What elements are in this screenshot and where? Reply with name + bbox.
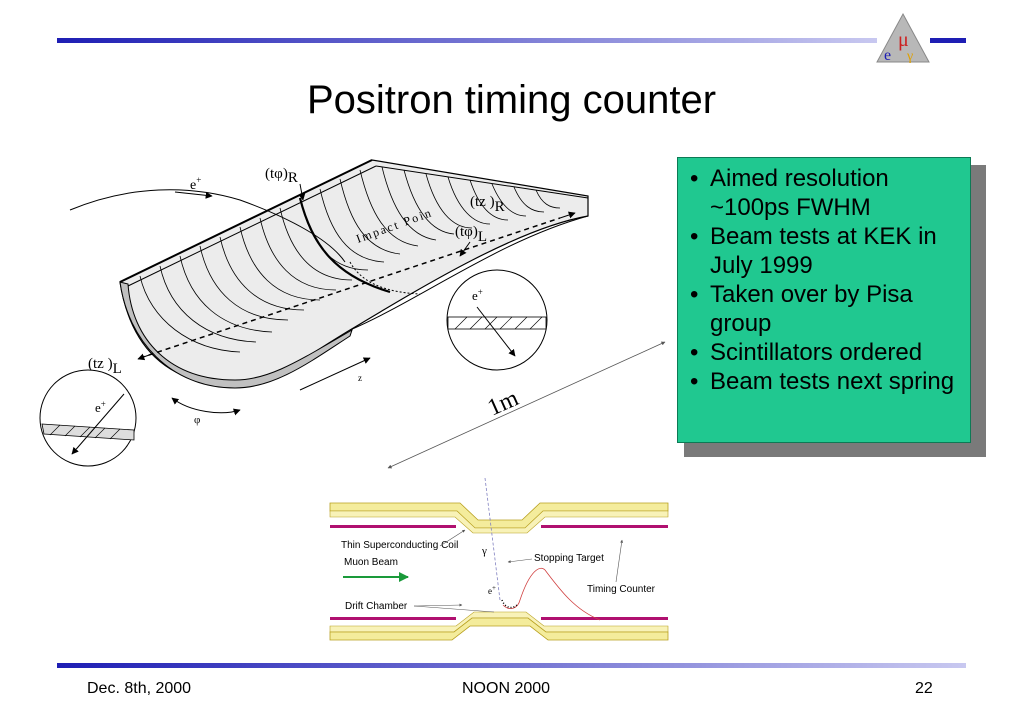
bullet-list: Aimed resolution ~100ps FWHM Beam tests … xyxy=(688,164,960,396)
top-header-bar-right xyxy=(930,38,966,43)
phi-label: φ xyxy=(194,414,200,426)
eplus-detector-label: e+ xyxy=(488,584,496,596)
bullet-item: Taken over by Pisa group xyxy=(690,280,960,338)
stopping-target-label: Stopping Target xyxy=(534,553,604,564)
coil-label: Thin Superconducting Coil xyxy=(341,540,458,551)
bullet-item: Beam tests next spring xyxy=(690,367,960,396)
eplus-left-label: e+ xyxy=(95,399,106,415)
footer-bar xyxy=(57,663,966,668)
t-phi-L-label: (tφ)L xyxy=(455,224,487,245)
gamma-label: γ xyxy=(481,545,487,557)
mu-e-gamma-logo-icon: μ e γ xyxy=(876,12,930,64)
eplus-top-label: e+ xyxy=(190,175,201,193)
bullet-item: Aimed resolution ~100ps FWHM xyxy=(690,164,960,222)
detector-cross-section-diagram: γ e+ Thin Superconducting Coil Muon Beam… xyxy=(329,477,669,641)
t-phi-R-label: (tφ)R xyxy=(265,166,298,186)
eplus-right-label: e+ xyxy=(472,287,483,303)
timing-counter-diagram: e+ (tφ)R (tz )R (tφ)L Impact Poin (tz )L xyxy=(39,159,666,469)
drift-chamber-label: Drift Chamber xyxy=(345,601,408,612)
top-header-bar-left xyxy=(57,38,877,43)
bullet-item: Beam tests at KEK in July 1999 xyxy=(690,222,960,280)
one-meter-label: 1m xyxy=(484,385,523,421)
logo-gamma: γ xyxy=(906,49,913,64)
logo-mu: μ xyxy=(898,29,909,51)
footer-event: NOON 2000 xyxy=(462,680,551,697)
bullet-box: Aimed resolution ~100ps FWHM Beam tests … xyxy=(677,157,971,443)
logo-e: e xyxy=(884,47,891,64)
z-axis-label: z xyxy=(358,373,362,383)
slide-title: Positron timing counter xyxy=(306,78,717,122)
footer-page-number: 22 xyxy=(915,680,933,697)
bullet-item: Scintillators ordered xyxy=(690,338,960,367)
muon-beam-label: Muon Beam xyxy=(344,557,398,568)
timing-counter-label: Timing Counter xyxy=(587,584,656,595)
footer-date: Dec. 8th, 2000 xyxy=(87,680,192,697)
tz-R-label: (tz )R xyxy=(470,194,505,215)
tz-L-label: (tz )L xyxy=(88,356,122,377)
